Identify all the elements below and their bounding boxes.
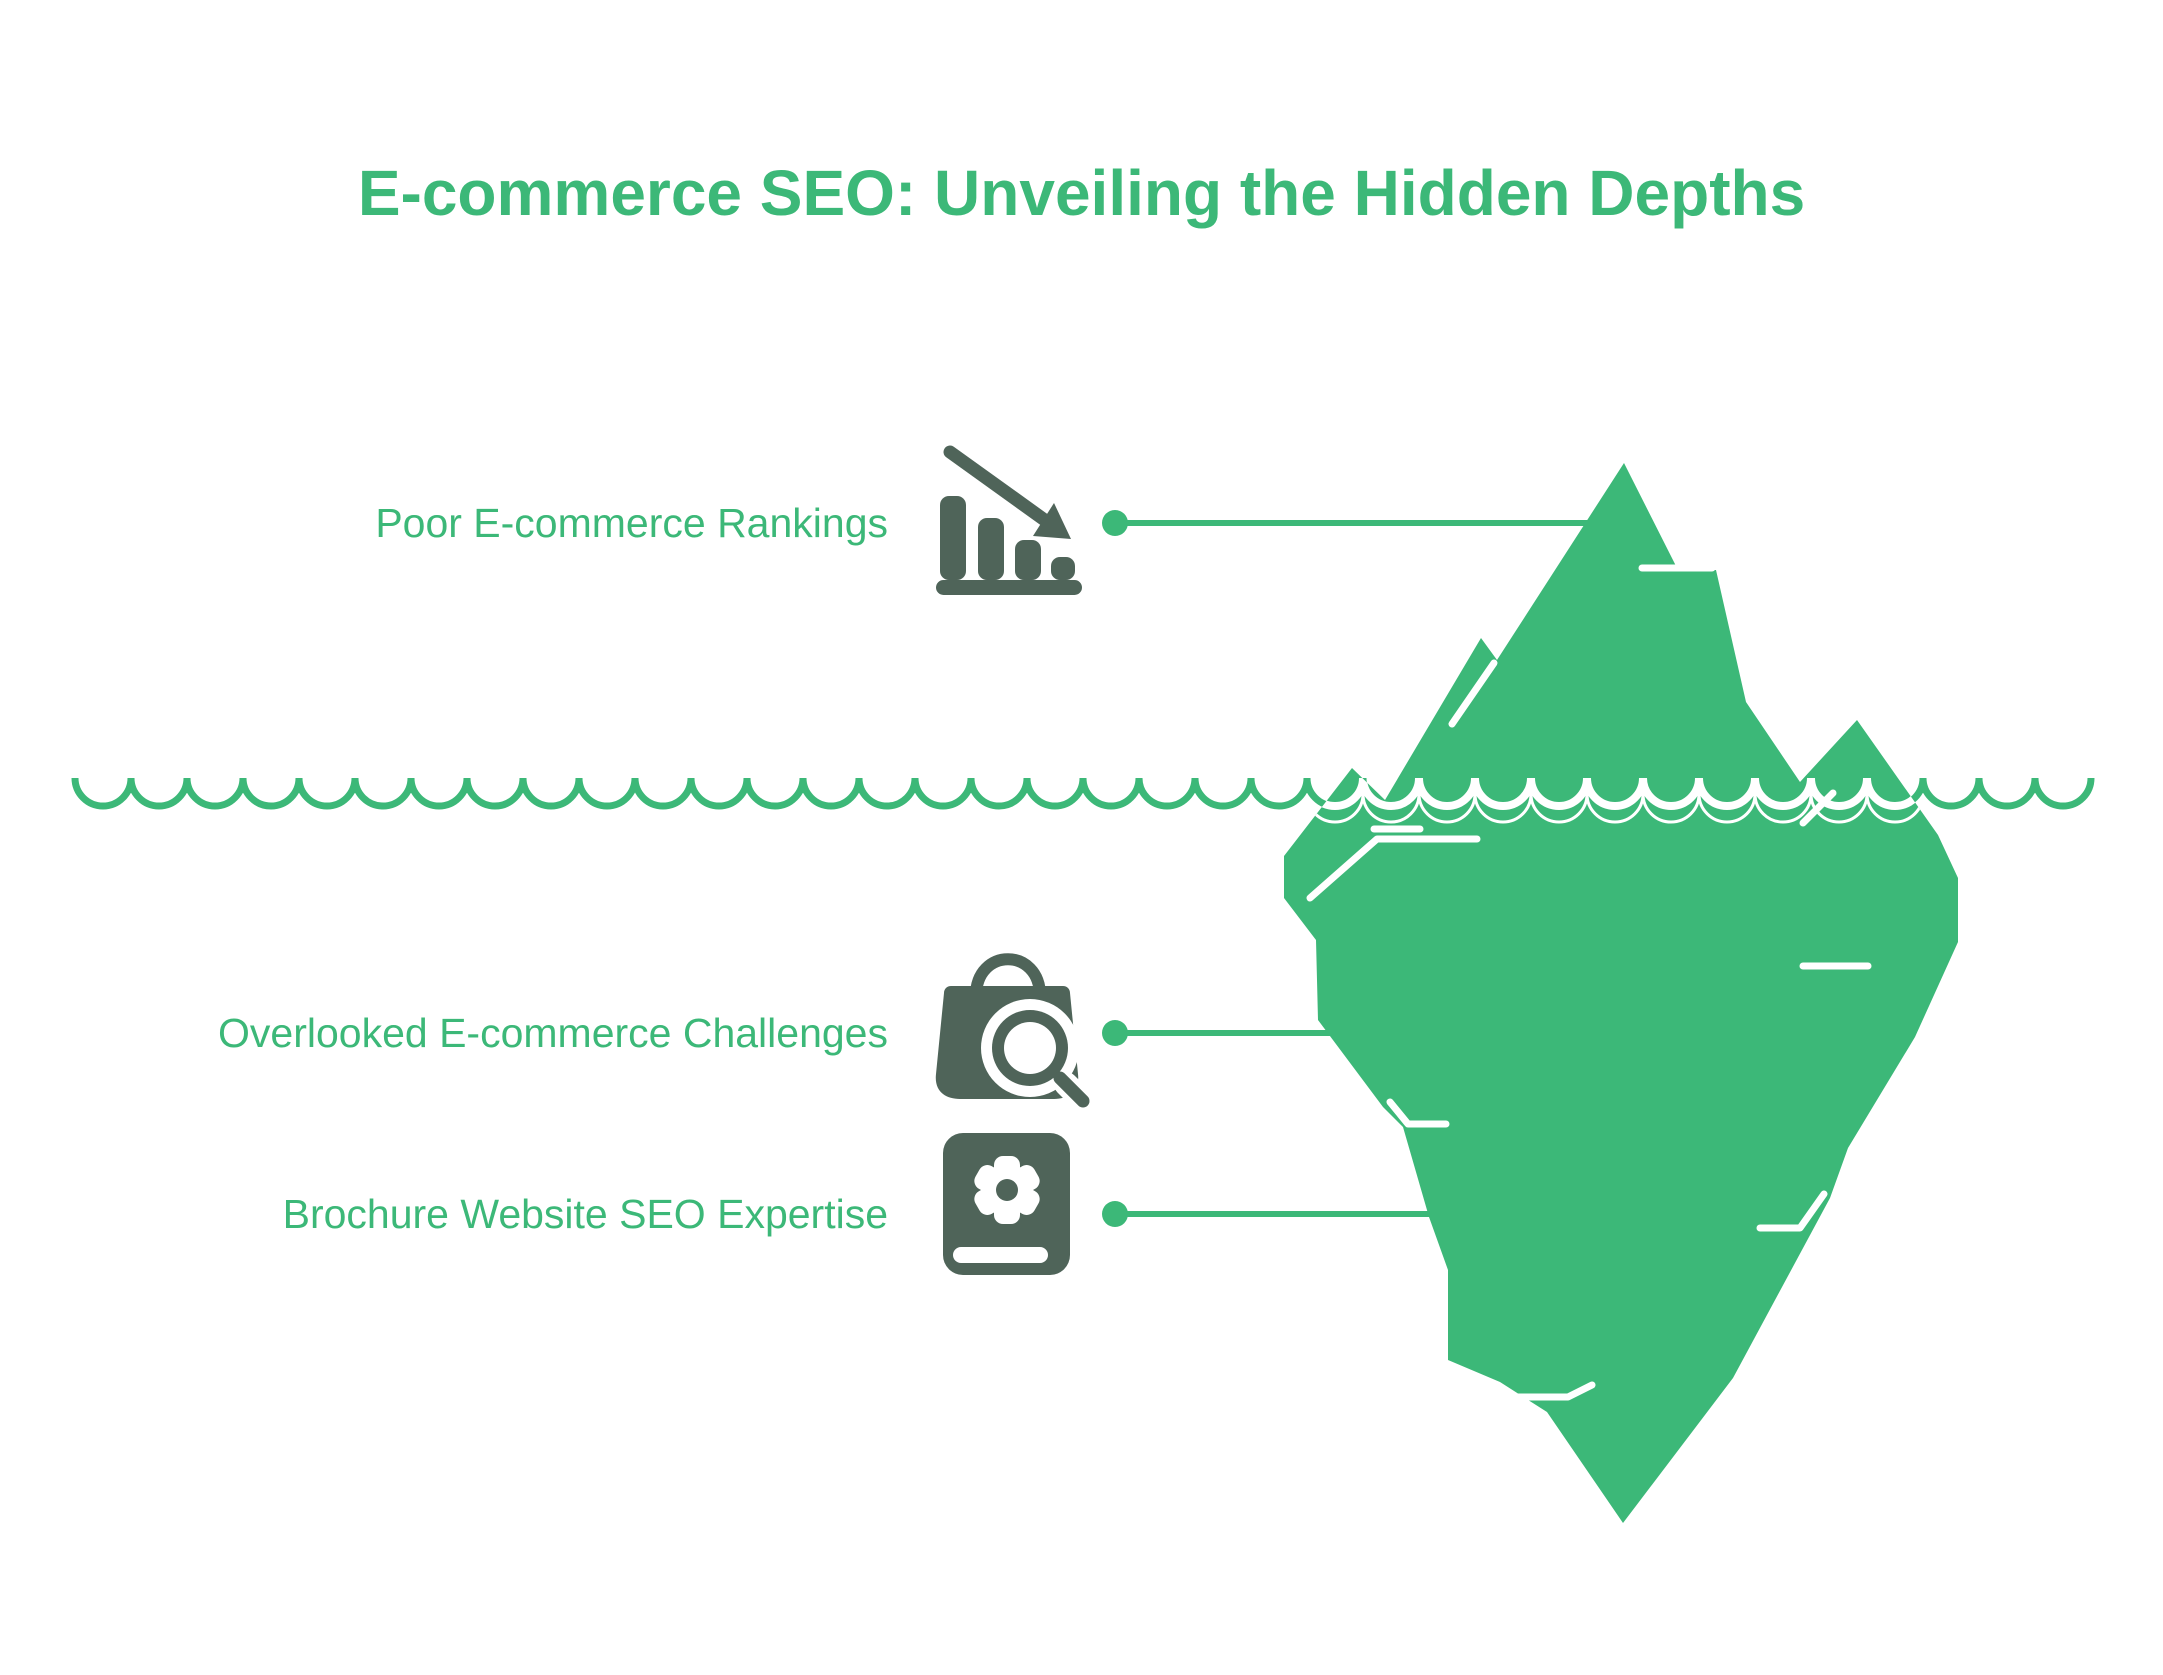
connector-poor-rankings	[1102, 510, 1590, 536]
water-line-over-iceberg	[1284, 777, 1958, 824]
label-brochure-website-seo-expertise: Brochure Website SEO Expertise	[282, 1191, 888, 1237]
connector-dot	[1102, 1201, 1128, 1227]
connector-dot	[1102, 510, 1128, 536]
connector-overlooked-challenges	[1102, 1020, 1340, 1046]
connector-dot	[1102, 1020, 1128, 1046]
label-poor-ecommerce-rankings: Poor E-commerce Rankings	[375, 500, 888, 546]
page-title: E-commerce SEO: Unveiling the Hidden Dep…	[357, 157, 1806, 229]
iceberg-cracks	[1306, 564, 1872, 1401]
connector-brochure-expertise	[1102, 1201, 1440, 1227]
iceberg-shape	[1284, 463, 1958, 1523]
shopping-bag-magnifier-icon	[935, 953, 1100, 1118]
label-overlooked-ecommerce-challenges: Overlooked E-commerce Challenges	[218, 1010, 888, 1056]
book-gear-icon	[943, 1133, 1070, 1275]
declining-bar-chart-icon	[936, 445, 1082, 595]
